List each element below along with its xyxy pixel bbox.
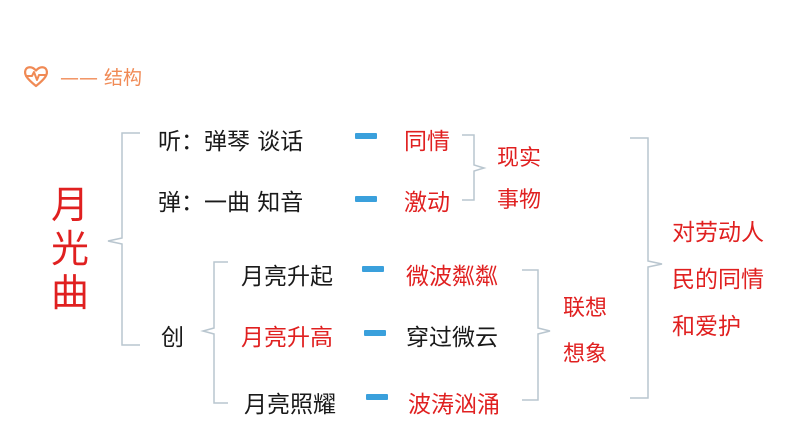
real-row-2-result: 激动 bbox=[404, 190, 450, 216]
real-row-2-dash bbox=[355, 196, 377, 202]
create-group-label: 联想 想象 bbox=[563, 286, 607, 378]
create-row-3-result: 波涛汹涌 bbox=[408, 392, 500, 418]
create-brace bbox=[200, 261, 228, 404]
create-group-label-line-1: 联想 bbox=[563, 296, 608, 321]
real-row-2-label: 弹：一曲 知音 bbox=[158, 190, 304, 216]
create-row-2-result: 穿过微云 bbox=[406, 325, 498, 351]
main-title-char-2: 光 bbox=[50, 227, 89, 271]
conclusion: 对劳动人 民的同情 和爱护 bbox=[672, 210, 764, 351]
heart-pulse-icon bbox=[22, 62, 50, 90]
create-row-3-dash bbox=[366, 394, 388, 400]
real-group-label-line-2: 事物 bbox=[497, 188, 542, 213]
header-title: —— 结构 bbox=[60, 66, 143, 89]
header: —— 结构 bbox=[22, 62, 142, 90]
create-row-2-dash bbox=[364, 330, 386, 336]
real-row-1-result: 同情 bbox=[404, 129, 450, 155]
conclusion-line-1: 对劳动人 bbox=[672, 220, 764, 246]
real-row-1-label: 听：弹琴 谈话 bbox=[158, 129, 304, 155]
main-title-char-3: 曲 bbox=[50, 271, 89, 315]
main-brace bbox=[107, 132, 140, 346]
main-title-char-1: 月 bbox=[50, 183, 89, 227]
create-group-label-line-2: 想象 bbox=[563, 342, 608, 367]
conclusion-line-2: 民的同情 bbox=[672, 267, 764, 293]
conclusion-brace bbox=[630, 137, 663, 399]
create-row-1-dash bbox=[362, 266, 384, 272]
create-row-2-label: 月亮升高 bbox=[241, 325, 333, 351]
real-group-label: 现实 事物 bbox=[497, 138, 541, 222]
create-row-1-label: 月亮升起 bbox=[241, 264, 333, 290]
create-row-3-label: 月亮照耀 bbox=[244, 392, 336, 418]
create-label: 创 bbox=[161, 325, 184, 351]
real-brace bbox=[462, 134, 487, 201]
real-row-1-dash bbox=[355, 133, 377, 139]
imagine-brace bbox=[522, 269, 551, 401]
conclusion-line-3: 和爱护 bbox=[672, 314, 741, 340]
create-row-1-result: 微波粼粼 bbox=[406, 264, 498, 290]
main-title: 月 光 曲 bbox=[50, 183, 90, 315]
real-group-label-line-1: 现实 bbox=[497, 146, 542, 171]
